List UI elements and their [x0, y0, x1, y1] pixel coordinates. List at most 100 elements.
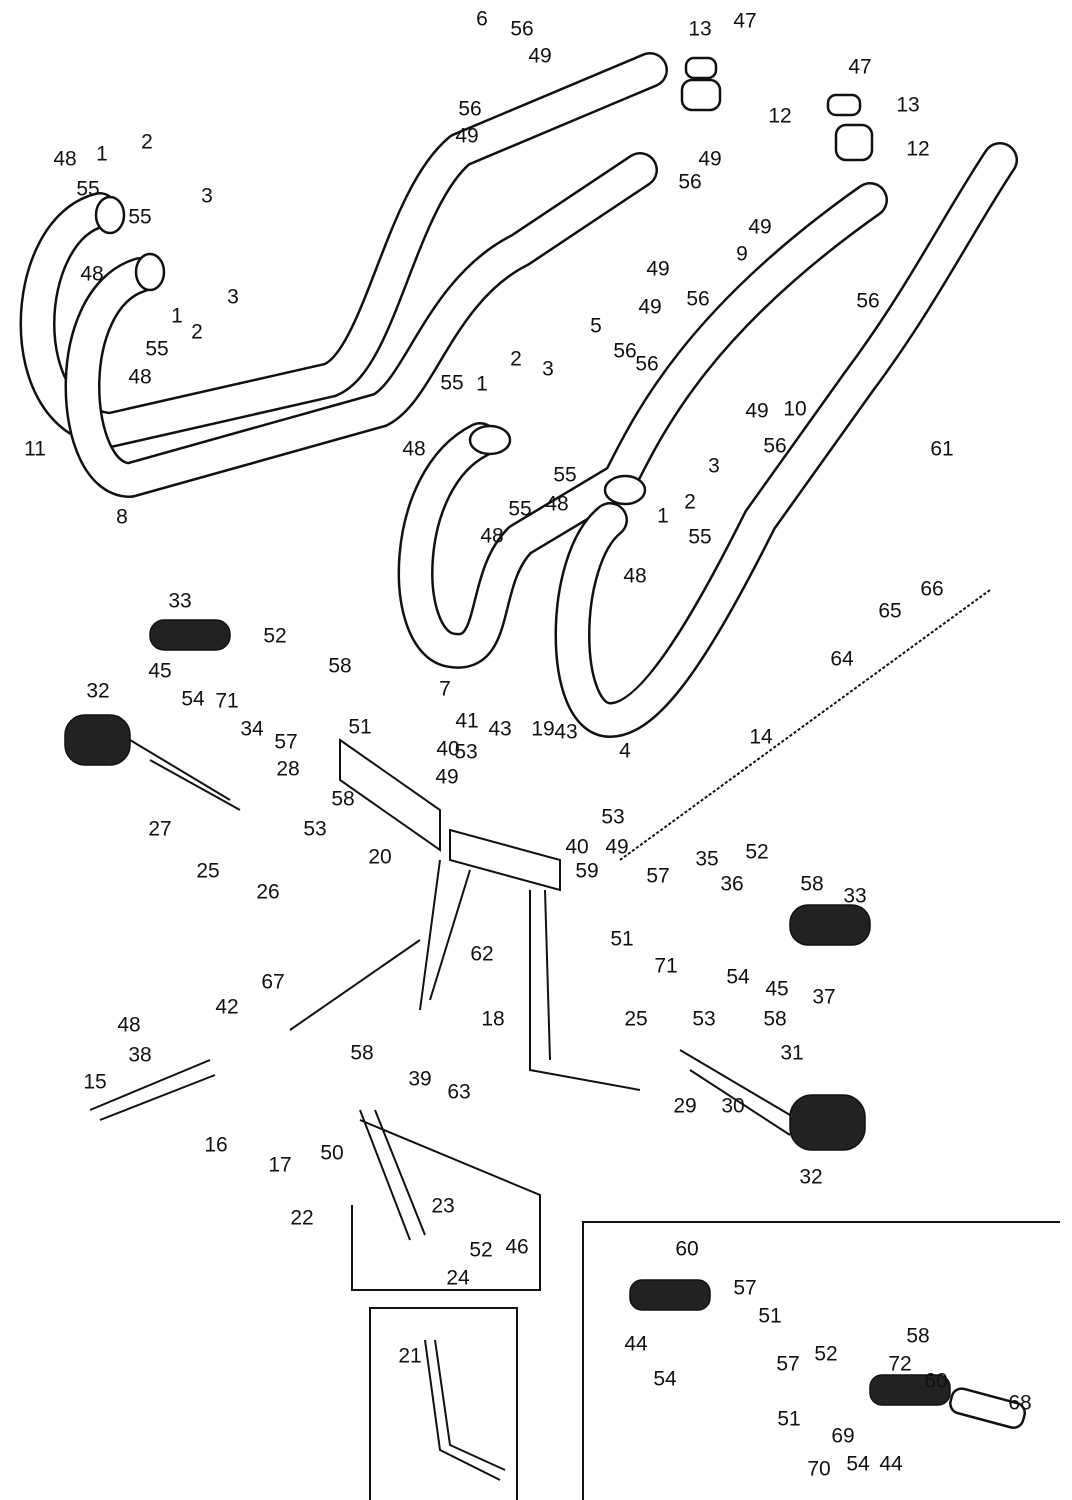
- callout-58: 58: [906, 1325, 929, 1348]
- callout-1: 1: [657, 505, 669, 528]
- callout-58: 58: [763, 1008, 786, 1031]
- callout-62: 62: [470, 943, 493, 966]
- callout-2: 2: [684, 491, 696, 514]
- callout-68: 68: [1008, 1392, 1031, 1415]
- callout-49: 49: [528, 45, 551, 68]
- callout-55: 55: [128, 206, 151, 229]
- callout-51: 51: [610, 928, 633, 951]
- callout-56: 56: [678, 171, 701, 194]
- callout-24: 24: [446, 1267, 470, 1290]
- callout-10: 10: [783, 398, 806, 421]
- callout-65: 65: [878, 600, 901, 623]
- callout-2: 2: [510, 348, 522, 371]
- callout-22: 22: [290, 1207, 313, 1230]
- callout-48: 48: [545, 493, 568, 516]
- callout-3: 3: [542, 358, 554, 381]
- callout-35: 35: [695, 848, 718, 871]
- callout-13: 13: [896, 94, 919, 117]
- callout-51: 51: [348, 716, 371, 739]
- callout-55: 55: [688, 526, 711, 549]
- callout-49: 49: [435, 766, 458, 789]
- callout-52: 52: [469, 1239, 492, 1262]
- callout-52: 52: [745, 841, 768, 864]
- callout-49: 49: [748, 216, 771, 239]
- callout-28: 28: [276, 758, 299, 781]
- callout-3: 3: [201, 185, 213, 208]
- callout-36: 36: [720, 873, 743, 896]
- callout-41: 41: [455, 710, 478, 733]
- callout-58: 58: [350, 1042, 373, 1065]
- callout-56: 56: [856, 290, 879, 313]
- callout-15: 15: [83, 1071, 106, 1094]
- callout-21: 21: [398, 1345, 421, 1368]
- callout-54: 54: [846, 1453, 870, 1476]
- callout-25: 25: [196, 860, 219, 883]
- callout-33: 33: [168, 590, 191, 613]
- callout-49: 49: [698, 148, 721, 171]
- callout-7: 7: [439, 678, 451, 701]
- callout-4: 4: [619, 740, 631, 763]
- callout-57: 57: [646, 865, 669, 888]
- callout-2: 2: [191, 321, 203, 344]
- callout-52: 52: [263, 625, 286, 648]
- callout-44: 44: [624, 1333, 648, 1356]
- callout-49: 49: [455, 125, 478, 148]
- callout-58: 58: [800, 873, 823, 896]
- callout-48: 48: [402, 438, 425, 461]
- callout-26: 26: [256, 881, 279, 904]
- callout-20: 20: [368, 846, 391, 869]
- callout-37: 37: [812, 986, 835, 1009]
- callout-38: 38: [128, 1044, 151, 1067]
- callout-17: 17: [268, 1154, 291, 1177]
- callout-71: 71: [654, 955, 677, 978]
- callout-47: 47: [848, 56, 871, 79]
- callout-3: 3: [227, 286, 239, 309]
- callout-6: 6: [476, 8, 488, 31]
- callout-48: 48: [623, 565, 646, 588]
- callout-56: 56: [763, 435, 786, 458]
- callout-56: 56: [510, 18, 533, 41]
- callout-51: 51: [758, 1305, 781, 1328]
- callout-52: 52: [814, 1343, 837, 1366]
- callout-48: 48: [117, 1014, 140, 1037]
- callout-49: 49: [745, 400, 768, 423]
- callout-49: 49: [646, 258, 669, 281]
- callout-55: 55: [508, 498, 531, 521]
- callout-53: 53: [454, 741, 477, 764]
- callout-48: 48: [480, 525, 503, 548]
- callout-12: 12: [768, 105, 791, 128]
- callout-40: 40: [436, 738, 459, 761]
- callout-29: 29: [673, 1095, 696, 1118]
- callout-33: 33: [843, 885, 866, 908]
- callout-57: 57: [274, 731, 297, 754]
- callout-55: 55: [145, 338, 168, 361]
- callout-43: 43: [488, 718, 511, 741]
- callout-54: 54: [653, 1368, 677, 1391]
- callout-51: 51: [777, 1408, 800, 1431]
- callout-45: 45: [765, 978, 788, 1001]
- callout-27: 27: [148, 818, 171, 841]
- callout-56: 56: [686, 288, 709, 311]
- callout-14: 14: [749, 726, 773, 749]
- callout-39: 39: [408, 1068, 431, 1091]
- clamps: [680, 56, 874, 162]
- callout-57: 57: [733, 1277, 756, 1300]
- inset-frames: [369, 1221, 1060, 1500]
- callout-16: 16: [204, 1134, 227, 1157]
- callout-11: 11: [24, 438, 46, 461]
- callout-70: 70: [807, 1458, 830, 1481]
- callout-55: 55: [76, 178, 99, 201]
- footpegs: [64, 619, 1027, 1429]
- callout-19: 19: [531, 718, 554, 741]
- callout-54: 54: [726, 966, 750, 989]
- callout-53: 53: [601, 806, 624, 829]
- callout-9: 9: [736, 243, 748, 266]
- callout-48: 48: [80, 263, 103, 286]
- callout-53: 53: [303, 818, 326, 841]
- main-stand: [289, 589, 991, 1091]
- callout-56: 56: [635, 353, 658, 376]
- callout-54: 54: [181, 688, 205, 711]
- callout-49: 49: [605, 836, 628, 859]
- callout-12: 12: [906, 138, 929, 161]
- callout-13: 13: [688, 18, 711, 41]
